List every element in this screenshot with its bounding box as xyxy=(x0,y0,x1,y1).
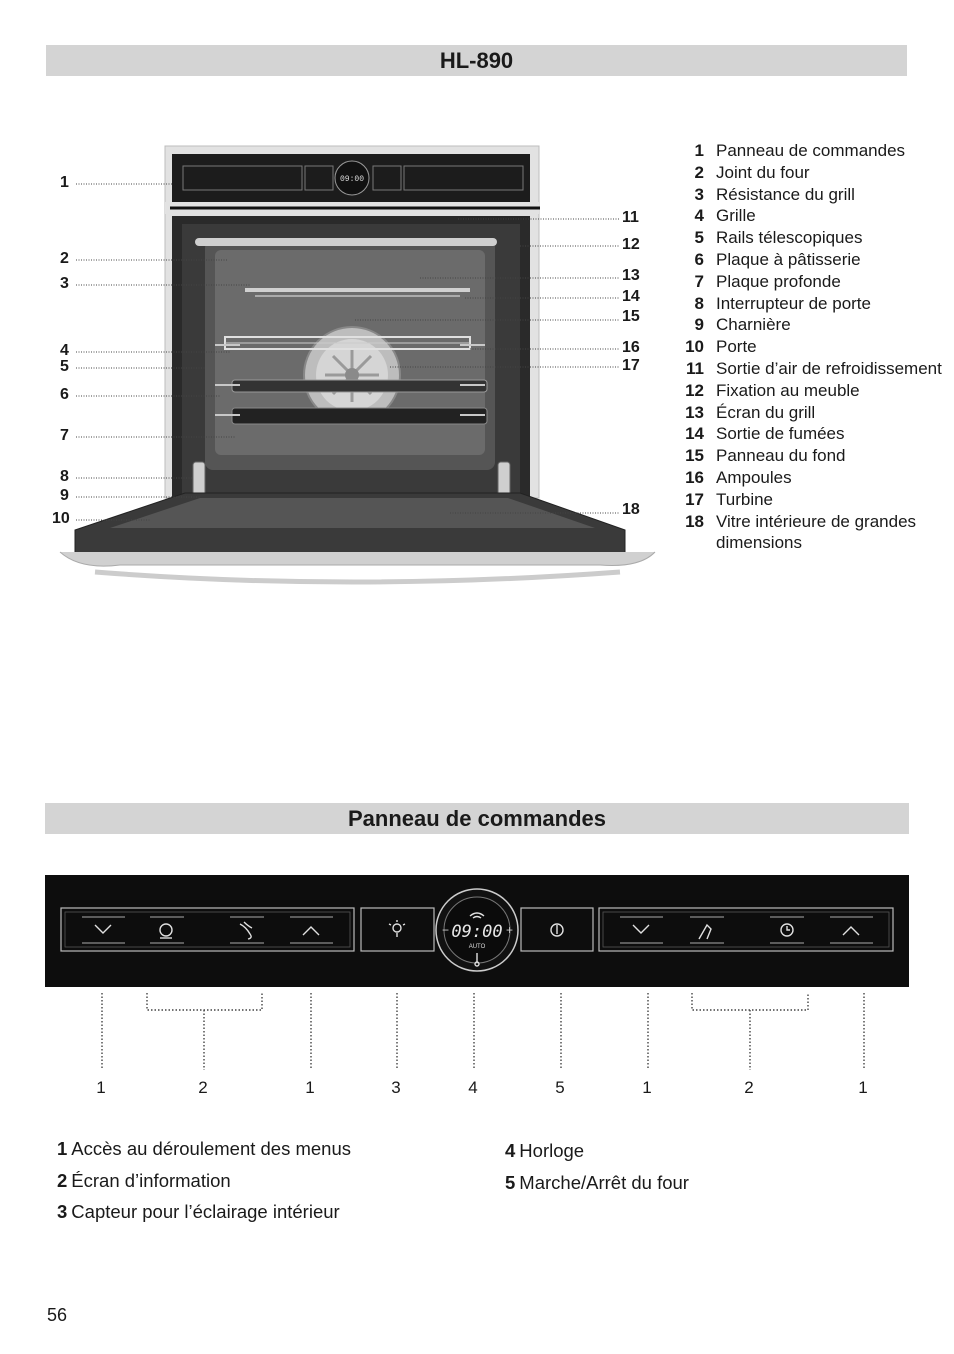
clock-icon xyxy=(770,916,804,944)
panel-label: 1 xyxy=(858,1078,868,1097)
light-bulb-icon xyxy=(388,920,406,937)
panel-label: 5 xyxy=(555,1078,565,1097)
thermometer-icon xyxy=(474,953,480,967)
oven-callout-8: 8 xyxy=(60,468,69,485)
panel-label: 2 xyxy=(744,1078,754,1097)
clock-time: 09:00 xyxy=(451,922,502,942)
control-panel-diagram: − + 09:00 AUTO xyxy=(45,875,909,1070)
panel-label: 1 xyxy=(96,1078,106,1097)
oven-illustration: 09:00 xyxy=(59,145,656,585)
section-title-control-panel: Panneau de commandes xyxy=(45,803,909,834)
oven-callout-1: 1 xyxy=(60,174,69,191)
panel-label: 2 xyxy=(198,1078,208,1097)
power-icon xyxy=(550,923,564,937)
chevron-up-icon xyxy=(830,916,873,944)
oven-callout-4: 4 xyxy=(60,342,69,359)
chevron-up-icon xyxy=(290,916,333,944)
oven-callout-5: 5 xyxy=(60,358,69,375)
oven-callout-18: 18 xyxy=(622,501,640,518)
oven-callout-7: 7 xyxy=(60,427,69,444)
auto-mode-label: AUTO xyxy=(469,944,486,950)
page-number: 56 xyxy=(47,1305,68,1325)
oven-callout-6: 6 xyxy=(60,386,69,403)
oven-callout-17: 17 xyxy=(622,357,640,374)
timer-icon xyxy=(150,916,184,944)
panel-label: 1 xyxy=(305,1078,315,1097)
oven-callout-2: 2 xyxy=(60,250,69,267)
chevron-down-icon xyxy=(82,916,125,944)
oven-callout-16: 16 xyxy=(622,339,640,356)
defrost-icon xyxy=(230,916,264,944)
temperature-probe-icon xyxy=(690,916,724,944)
panel-label: 3 xyxy=(391,1078,401,1097)
plus-sign: + xyxy=(506,923,513,937)
oven-callout-3: 3 xyxy=(60,275,69,292)
oven-display-time: 09:00 xyxy=(340,175,364,184)
oven-callout-10: 10 xyxy=(52,510,70,527)
minus-sign: − xyxy=(442,923,449,937)
section-title-model: HL-890 xyxy=(46,45,907,76)
oven-callout-15: 15 xyxy=(622,308,640,325)
oven-callout-9: 9 xyxy=(60,487,69,504)
oven-callout-13: 13 xyxy=(622,267,640,284)
panel-label: 1 xyxy=(642,1078,652,1097)
wifi-icon xyxy=(469,912,485,919)
panel-label: 4 xyxy=(468,1078,478,1097)
oven-callout-11: 11 xyxy=(622,209,639,226)
chevron-down-icon xyxy=(620,916,663,944)
oven-callout-12: 12 xyxy=(622,236,640,253)
oven-callout-14: 14 xyxy=(622,288,640,305)
